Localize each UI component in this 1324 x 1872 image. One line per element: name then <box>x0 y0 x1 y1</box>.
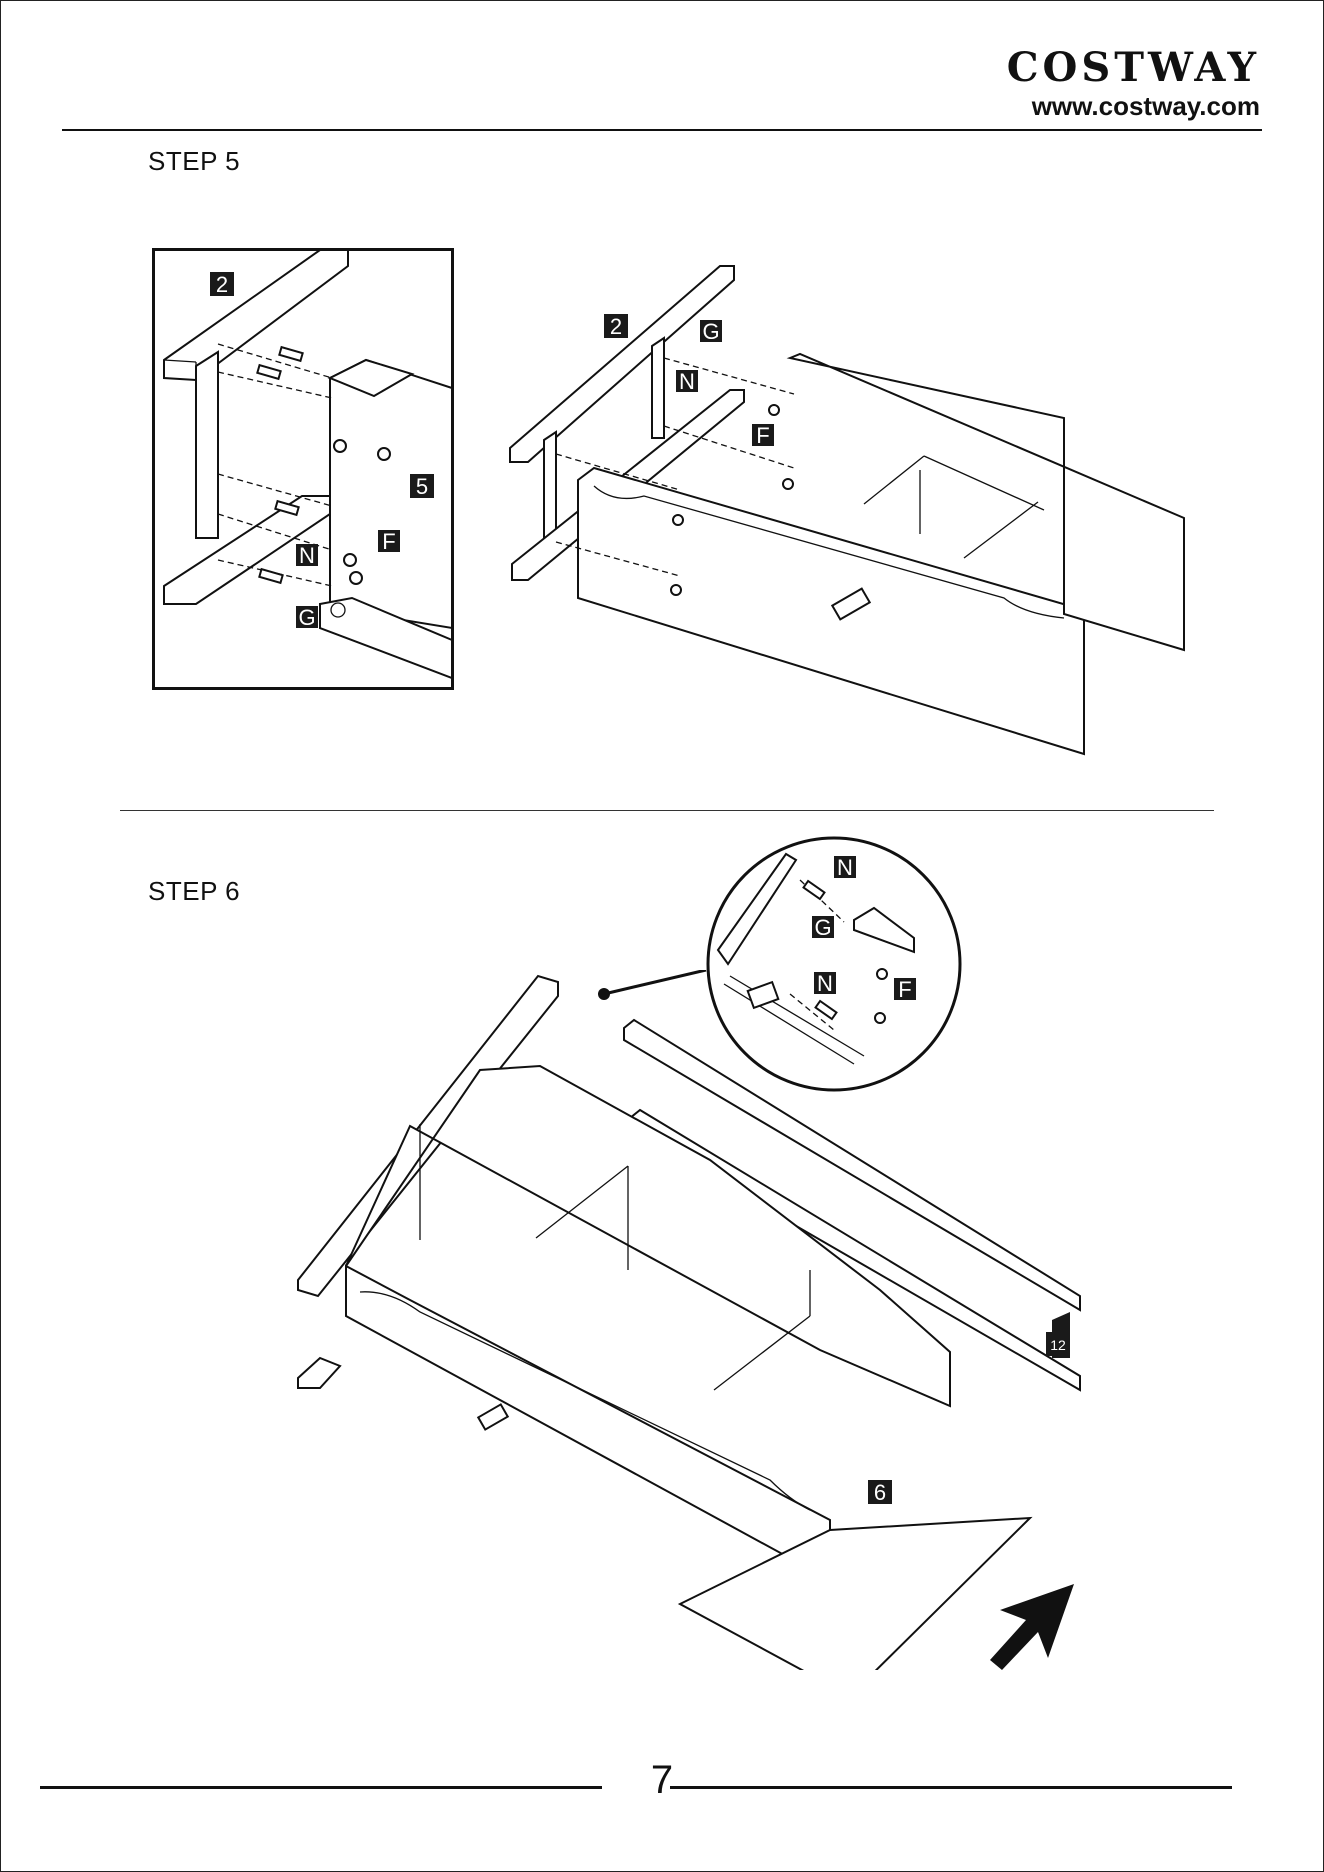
page-number: 7 <box>0 1758 1324 1803</box>
inset-hardware-n-tag: N <box>299 543 315 568</box>
inset-hardware-g-tag: G <box>298 605 315 630</box>
header-rule <box>62 129 1262 131</box>
website-url: www.costway.com <box>1007 92 1260 120</box>
zoom-hardware-g-tag: G <box>814 915 831 940</box>
inset-hardware-f-tag: F <box>382 529 395 554</box>
inset-part-2-tag: 2 <box>216 272 228 297</box>
zoom-hardware-n-top-tag: N <box>837 855 853 880</box>
main-part-6-tag: 6 <box>874 1480 886 1505</box>
insertion-arrow-icon <box>990 1584 1074 1670</box>
main-hardware-n-tag: N <box>679 369 695 394</box>
main-hardware-f-tag: F <box>756 423 769 448</box>
brand-logo: COSTWAY <box>1007 48 1260 88</box>
main-part-12-tag: 12 <box>1050 1337 1066 1353</box>
brand-header: COSTWAY www.costway.com <box>1007 48 1260 120</box>
step-5-title: STEP 5 <box>148 146 240 177</box>
step-5-inset-diagram: 2 5 F N G <box>152 248 454 690</box>
section-divider <box>120 810 1214 811</box>
step-5-main-diagram: 2 G N F <box>504 258 1200 778</box>
step-6-title: STEP 6 <box>148 876 240 907</box>
main-hardware-g-tag: G <box>702 319 719 344</box>
main-part-2-tag: 2 <box>610 314 622 339</box>
inset-part-5-tag: 5 <box>416 474 428 499</box>
step-6-main-diagram: 12 6 <box>290 970 1090 1670</box>
